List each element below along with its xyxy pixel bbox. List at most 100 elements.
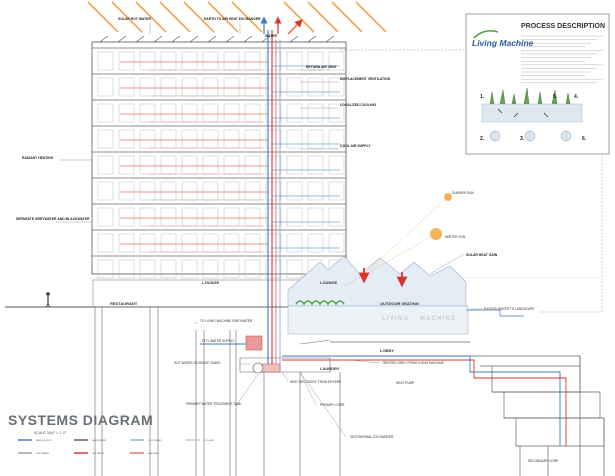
window bbox=[97, 103, 114, 123]
label-solar-heat-gain: SOLAR HEAT GAIN bbox=[466, 253, 498, 257]
label-return-air: RETURN AIR VENT bbox=[306, 65, 338, 69]
window bbox=[265, 51, 282, 71]
service-shaft bbox=[260, 16, 303, 372]
window bbox=[328, 51, 345, 71]
process-illustration bbox=[481, 87, 583, 142]
label-lounge-left: LOUNGE bbox=[202, 280, 219, 285]
greenhouse: LIVING MACHINE bbox=[287, 255, 469, 335]
window bbox=[328, 155, 345, 175]
logo-text: Living Machine bbox=[472, 38, 534, 48]
label-lobby: LOBBY bbox=[380, 348, 394, 353]
process-heading: PROCESS DESCRIPTION bbox=[521, 23, 605, 30]
window bbox=[307, 77, 324, 97]
window bbox=[265, 103, 282, 123]
window bbox=[97, 129, 114, 149]
window bbox=[97, 207, 114, 227]
label-lounge-right: LOUNGE bbox=[320, 280, 337, 285]
window bbox=[118, 77, 135, 97]
window bbox=[139, 103, 156, 123]
window bbox=[286, 207, 303, 227]
window bbox=[286, 77, 303, 97]
window bbox=[118, 51, 135, 71]
label-hot-water-storage: HOT WATER STORAGE TANKS bbox=[174, 361, 220, 365]
window bbox=[307, 103, 324, 123]
legend-label: COOL AIR bbox=[204, 439, 214, 442]
label-city-water-supply: CITY WATER SUPPLY bbox=[202, 339, 235, 343]
window bbox=[97, 181, 114, 201]
legend-label: WARM AIR bbox=[148, 452, 159, 455]
foundation bbox=[94, 307, 470, 476]
label-localized-cooling: LOCALIZED COOLING bbox=[340, 103, 377, 107]
machine-label: MACHINE bbox=[420, 316, 456, 322]
window bbox=[97, 77, 114, 97]
diagram-title: SYSTEMS DIAGRAM bbox=[8, 412, 153, 428]
terraces bbox=[466, 355, 605, 476]
window bbox=[97, 233, 114, 253]
window bbox=[307, 207, 324, 227]
solar-collectors bbox=[99, 35, 335, 43]
window bbox=[139, 207, 156, 227]
legend: WATER SUPPLY BLACKWATER COOL WATER COOL AIR… bbox=[18, 439, 214, 455]
window bbox=[139, 155, 156, 175]
labels: SOLAR HOT WATER EARTH TO AIR HEAT EXCHAN… bbox=[16, 17, 558, 463]
legend-label: COOL WATER bbox=[148, 439, 162, 442]
window bbox=[118, 233, 135, 253]
label-geothermal: GEOTHERMAL EXCHANGER bbox=[350, 435, 394, 439]
window bbox=[286, 233, 303, 253]
window bbox=[328, 129, 345, 149]
window bbox=[139, 129, 156, 149]
window bbox=[118, 207, 135, 227]
leader-lines bbox=[56, 22, 482, 438]
window bbox=[139, 51, 156, 71]
window bbox=[286, 103, 303, 123]
window bbox=[118, 181, 135, 201]
window bbox=[286, 129, 303, 149]
label-winter-sun: WINTER SUN bbox=[445, 235, 466, 239]
step-1: 1. bbox=[480, 94, 485, 100]
window bbox=[265, 181, 282, 201]
step-5: 5. bbox=[553, 94, 558, 100]
window bbox=[265, 155, 282, 175]
label-to-living-machine: TO LIVING MACHINE GREYWATER bbox=[200, 319, 253, 323]
solar-rays bbox=[87, 1, 387, 33]
label-heat-pump: HEAT PUMP bbox=[396, 381, 414, 385]
title-block: SYSTEMS DIAGRAM SCALE 3/64" = 1'-0" bbox=[8, 412, 153, 435]
label-cool-air-supply: COOL AIR SUPPLY bbox=[340, 144, 371, 148]
label-secondary-core: SECONDARY CORE bbox=[528, 459, 558, 463]
label-excess-water: EXCESS WATER TO LANDSCAPE bbox=[484, 307, 534, 311]
step-3: 3. bbox=[520, 136, 525, 142]
living-machine-logo: Living Machine bbox=[472, 30, 534, 48]
legend-label: BLACKWATER bbox=[92, 439, 107, 442]
window bbox=[328, 77, 345, 97]
label-primary-water-treatment: PRIMARY WATER TREATMENT TANK bbox=[186, 402, 242, 406]
label-separate-greywater: SEPARATE GREYWATER AND BLACKWATER bbox=[16, 217, 90, 221]
window bbox=[139, 77, 156, 97]
tower bbox=[91, 41, 347, 279]
floor-pipes bbox=[120, 61, 340, 253]
window bbox=[328, 103, 345, 123]
label-treated-grey: TREATED GREY FROM LIVING MACHINE bbox=[382, 361, 444, 365]
window bbox=[328, 181, 345, 201]
label-earth-heat-exchanger: EARTH TO AIR HEAT EXCHANGER bbox=[204, 17, 261, 21]
window bbox=[328, 233, 345, 253]
window bbox=[307, 129, 324, 149]
label-laundry: LAUNDRY bbox=[320, 366, 340, 371]
window bbox=[139, 233, 156, 253]
label-solar-hot-water: SOLAR HOT WATER bbox=[118, 17, 151, 21]
window bbox=[118, 103, 135, 123]
step-2: 2. bbox=[480, 136, 485, 142]
window bbox=[286, 155, 303, 175]
label-primary-core: PRIMARY CORE bbox=[320, 403, 345, 407]
window bbox=[97, 155, 114, 175]
window bbox=[97, 51, 114, 71]
legend-label: WATER SUPPLY bbox=[36, 439, 53, 442]
label-heat-recovery: HEAT RECOVERY FROM DRYERS bbox=[290, 380, 341, 384]
diagram-scale: SCALE 3/64" = 1'-0" bbox=[34, 431, 67, 435]
label-summer-sun: SUMMER SUN bbox=[452, 191, 474, 195]
label-displacement-ventilation: DISPLACEMENT VENTILATION bbox=[340, 77, 391, 81]
label-outdoor-seating: OUTDOOR SEATING bbox=[380, 301, 419, 306]
window bbox=[265, 207, 282, 227]
window bbox=[307, 155, 324, 175]
